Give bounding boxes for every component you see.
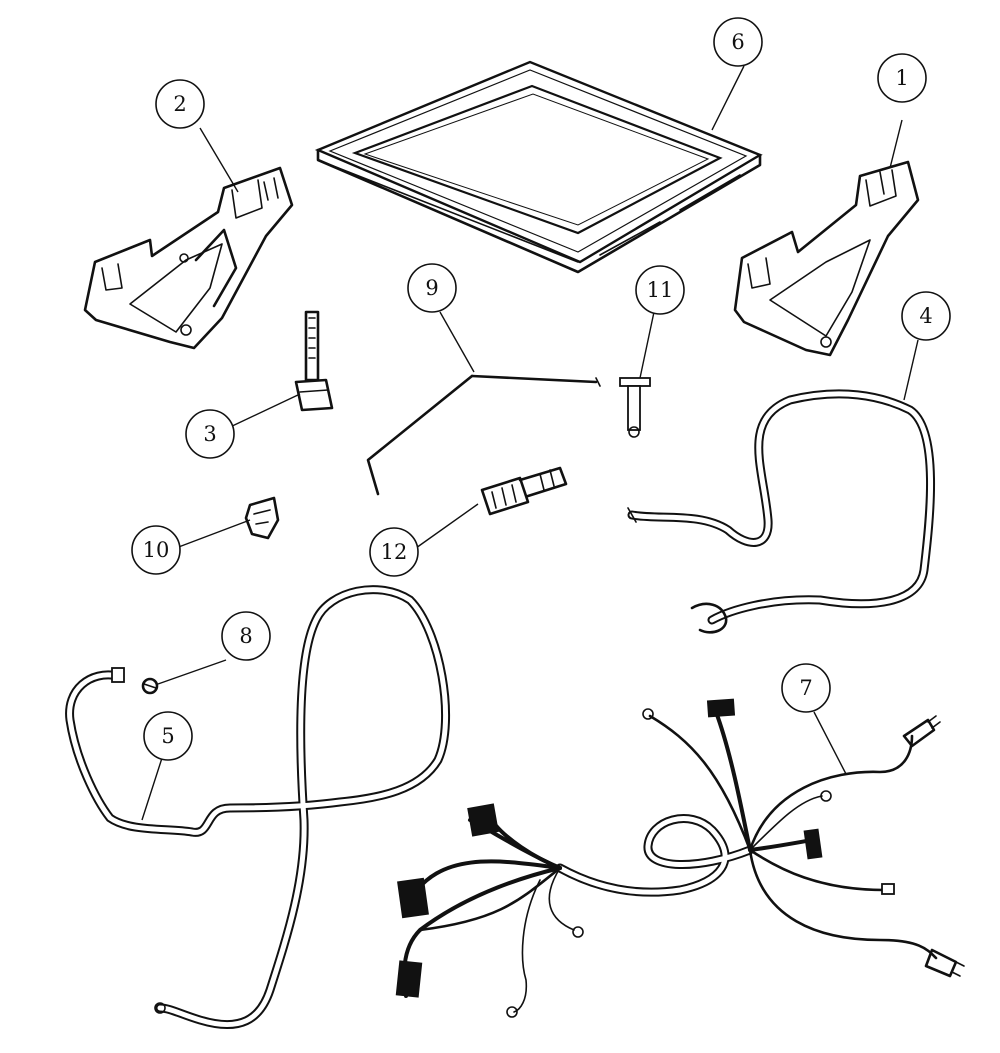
clip-nut-part (141, 677, 159, 695)
switch-part (294, 310, 334, 412)
callout-4: 4 (901, 291, 951, 341)
callout-11: 11 (635, 265, 685, 315)
hose-right-part (627, 389, 935, 634)
left-bracket-part (83, 166, 294, 350)
svg-text:2: 2 (173, 92, 186, 116)
svg-text:10: 10 (143, 538, 170, 562)
callout-7: 7 (781, 663, 831, 713)
pin-part (619, 377, 651, 438)
svg-text:11: 11 (647, 278, 674, 302)
svg-text:12: 12 (381, 540, 408, 564)
clip-part (244, 496, 280, 540)
hose-left-part (65, 585, 451, 1029)
callout-12: 12 (369, 527, 419, 577)
lid-frame-part (314, 60, 763, 274)
callout-5: 5 (143, 711, 193, 761)
svg-text:4: 4 (919, 304, 932, 328)
callout-10: 10 (131, 525, 181, 575)
leader-lines (141, 65, 919, 821)
callout-1: 1 (877, 53, 927, 103)
wire-harness-part (395, 698, 965, 1018)
svg-text:8: 8 (239, 624, 252, 648)
callout-2: 2 (155, 79, 205, 129)
callout-8: 8 (221, 611, 271, 661)
svg-text:1: 1 (895, 66, 908, 90)
svg-text:3: 3 (203, 422, 216, 446)
connector-part (480, 466, 568, 516)
callout-6: 6 (713, 17, 763, 67)
svg-text:7: 7 (799, 676, 812, 700)
callout-9: 9 (407, 263, 457, 313)
rod-part (366, 374, 601, 496)
svg-text:9: 9 (425, 276, 438, 300)
callout-3: 3 (185, 409, 235, 459)
right-bracket-part (733, 160, 920, 357)
svg-text:5: 5 (161, 724, 174, 748)
svg-text:6: 6 (731, 30, 744, 54)
